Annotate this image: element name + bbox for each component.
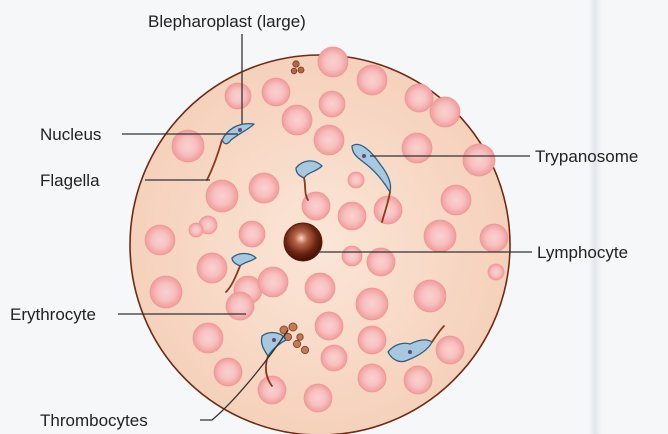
erythrocyte-cell <box>424 220 456 252</box>
erythrocyte-cell <box>436 336 464 364</box>
erythrocyte-cell <box>305 273 335 303</box>
label-trypanosome: Trypanosome <box>535 147 638 166</box>
erythrocyte-cell <box>342 246 362 266</box>
label-lymphocyte: Lymphocyte <box>537 243 628 262</box>
erythrocyte-cell <box>430 97 460 127</box>
label-thrombocytes: Thrombocytes <box>40 411 148 430</box>
erythrocyte-cell <box>441 185 471 215</box>
erythrocyte-cell <box>239 221 265 247</box>
label-flagella: Flagella <box>40 171 100 190</box>
erythrocyte-cell <box>193 323 223 353</box>
erythrocyte-cell <box>348 172 364 188</box>
erythrocyte-cell <box>226 292 254 320</box>
erythrocyte-cell <box>480 224 508 252</box>
erythrocyte-cell <box>358 364 386 392</box>
erythrocyte-cell <box>249 173 279 203</box>
erythrocyte-cell <box>414 280 446 312</box>
erythrocyte-cell <box>225 83 251 109</box>
erythrocyte-cell <box>304 384 332 412</box>
erythrocyte-cell <box>318 47 348 77</box>
erythrocyte-cell <box>463 144 495 176</box>
erythrocyte-cell <box>319 91 345 117</box>
label-blepharoplast: Blepharoplast (large) <box>148 12 306 31</box>
erythrocyte-cell <box>197 253 227 283</box>
erythrocyte-cell <box>172 130 204 162</box>
label-nucleus: Nucleus <box>40 125 101 144</box>
erythrocyte-cell <box>206 180 238 212</box>
erythrocyte-cell <box>321 345 347 371</box>
erythrocyte-cell <box>314 125 344 155</box>
erythrocyte-cell <box>405 84 433 112</box>
erythrocyte-cell <box>145 225 175 255</box>
erythrocyte-cell <box>358 326 386 354</box>
erythrocyte-cell <box>258 376 286 404</box>
erythrocyte-cell <box>262 78 290 106</box>
erythrocyte-cell <box>150 276 182 308</box>
erythrocyte-cell <box>402 133 432 163</box>
erythrocyte-cell <box>282 105 312 135</box>
erythrocyte-cell <box>315 312 343 340</box>
erythrocyte-cell <box>338 202 366 230</box>
erythrocyte-cell <box>258 267 288 297</box>
erythrocyte-cell <box>357 65 387 95</box>
erythrocyte-cell <box>189 223 203 237</box>
erythrocyte-cell <box>404 366 432 394</box>
erythrocyte-cell <box>488 264 504 280</box>
label-erythrocyte: Erythrocyte <box>10 305 96 324</box>
erythrocyte-cell <box>356 288 388 320</box>
lymphocyte-cell <box>284 223 322 261</box>
erythrocyte-cell <box>214 358 242 386</box>
